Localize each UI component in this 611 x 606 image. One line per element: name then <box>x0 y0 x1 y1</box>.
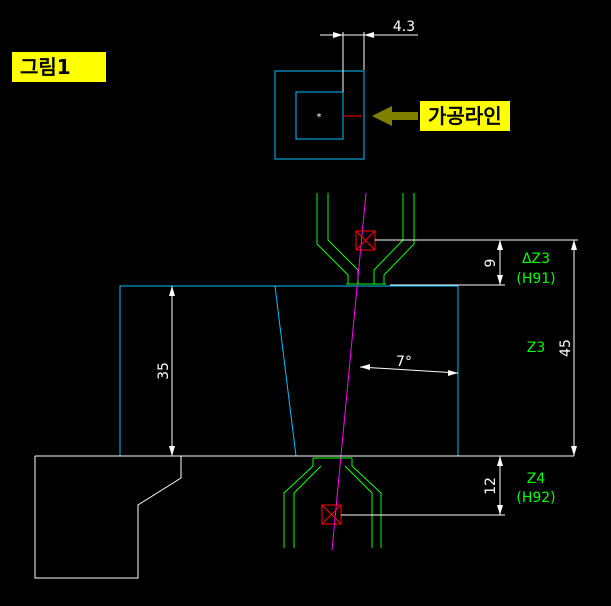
figure-label: 그림1 <box>12 52 106 82</box>
upper-guide <box>316 193 415 285</box>
fixture-body <box>34 456 182 579</box>
top-view-detail: * <box>274 32 418 160</box>
top-view-outer-square <box>274 70 365 160</box>
dim-upper-gap: 9 <box>483 259 499 268</box>
annot-z3: Z3 <box>527 340 546 356</box>
dim-total-height: 45 <box>558 339 574 357</box>
lower-guide <box>283 457 382 548</box>
dim-lower-gap: 12 <box>483 477 499 495</box>
dim-35-arrow-bottom <box>169 446 175 456</box>
right-dimension-arrows <box>497 240 577 515</box>
dim-angle-arrow-left <box>360 364 370 370</box>
taper-line <box>274 285 297 457</box>
dim-top-width: 4.3 <box>393 19 415 35</box>
annot-delta-z3: ΔZ3 <box>522 251 550 267</box>
annot-h92: (H92) <box>516 490 555 506</box>
top-view-center-mark: * <box>317 112 322 123</box>
annot-h91: (H91) <box>516 271 555 287</box>
upper-marker <box>355 230 376 251</box>
lower-marker <box>321 504 342 525</box>
wire-path <box>331 192 367 551</box>
dim-angle-arrow-right <box>448 370 458 376</box>
dim-angle: 7° <box>396 354 412 370</box>
dim-35-arrow-top <box>169 286 175 296</box>
dim-block-height: 35 <box>156 362 172 380</box>
annot-z4: Z4 <box>527 471 546 487</box>
dim-arrow-right <box>364 32 374 38</box>
machining-line-arrow <box>372 106 418 126</box>
dim-angle-line <box>359 366 459 374</box>
dim-arrow-left <box>333 32 343 38</box>
machining-line-label: 가공라인 <box>420 101 510 131</box>
